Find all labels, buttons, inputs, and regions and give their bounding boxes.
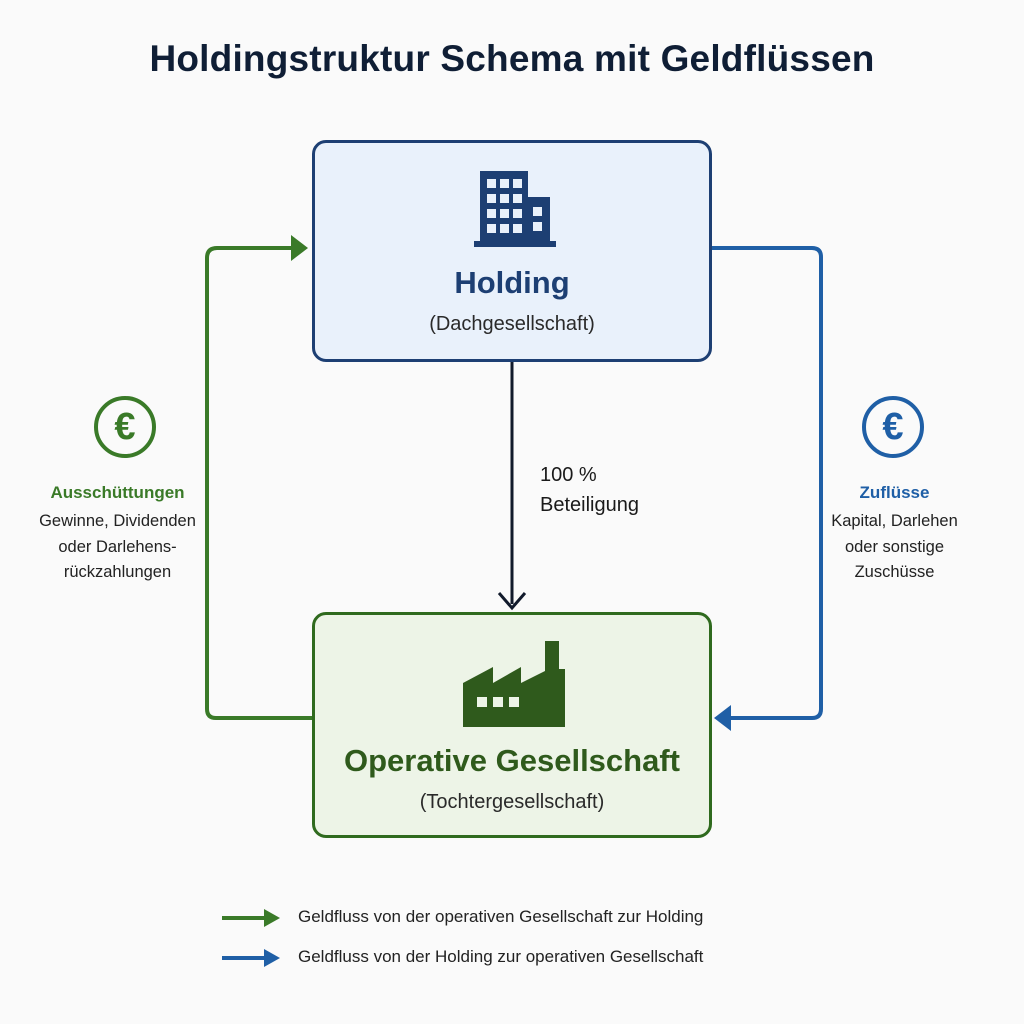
holding-name: Holding bbox=[454, 265, 570, 300]
factory-icon bbox=[463, 641, 565, 727]
ownership-arrowhead bbox=[497, 592, 527, 611]
operative-box: Operative Gesellschaft (Tochtergesellsch… bbox=[312, 612, 712, 838]
ownership-label: 100 % Beteiligung bbox=[540, 460, 639, 520]
page-title: Holdingstruktur Schema mit Geldflüssen bbox=[149, 38, 875, 79]
right-flow-description: Kapital, Darlehen oder sonstige Zuschüss… bbox=[797, 509, 992, 586]
right-flow-heading: Zuflüsse bbox=[859, 483, 930, 502]
legend-label: Geldfluss von der Holding zur operativen… bbox=[298, 947, 704, 966]
operative-subtitle: (Tochtergesellschaft) bbox=[419, 791, 605, 813]
euro-icon: € bbox=[94, 396, 156, 458]
ownership-percent: 100 % bbox=[540, 464, 597, 486]
green-flow-line bbox=[205, 246, 312, 720]
left-flow-description: Gewinne, Dividenden oder Darlehens- rück… bbox=[20, 509, 215, 586]
left-flow-line: Gewinne, Dividenden bbox=[39, 512, 196, 530]
blue-arrow-icon bbox=[222, 949, 280, 967]
left-flow-line: rückzahlungen bbox=[63, 563, 172, 581]
right-flow-line: oder sonstige bbox=[844, 537, 945, 556]
holding-subtitle: (Dachgesellschaft) bbox=[429, 313, 595, 335]
operative-name: Operative Gesellschaft bbox=[344, 743, 680, 778]
left-flow-heading: Ausschüttungen bbox=[50, 483, 185, 502]
green-arrow-icon bbox=[222, 909, 280, 927]
euro-icon: € bbox=[862, 396, 924, 458]
blue-flow-line bbox=[712, 246, 823, 720]
right-flow-line: Zuschüsse bbox=[854, 563, 935, 581]
green-flow-arrowhead bbox=[291, 235, 308, 261]
ownership-text: Beteiligung bbox=[540, 494, 639, 516]
office-building-icon bbox=[474, 171, 556, 247]
blue-flow-arrowhead bbox=[714, 705, 731, 731]
holding-box: Holding (Dachgesellschaft) bbox=[312, 140, 712, 362]
legend-label: Geldfluss von der operativen Gesellschaf… bbox=[298, 907, 704, 926]
left-flow-line: oder Darlehens- bbox=[58, 537, 177, 556]
right-flow-line: Kapital, Darlehen bbox=[831, 512, 958, 530]
